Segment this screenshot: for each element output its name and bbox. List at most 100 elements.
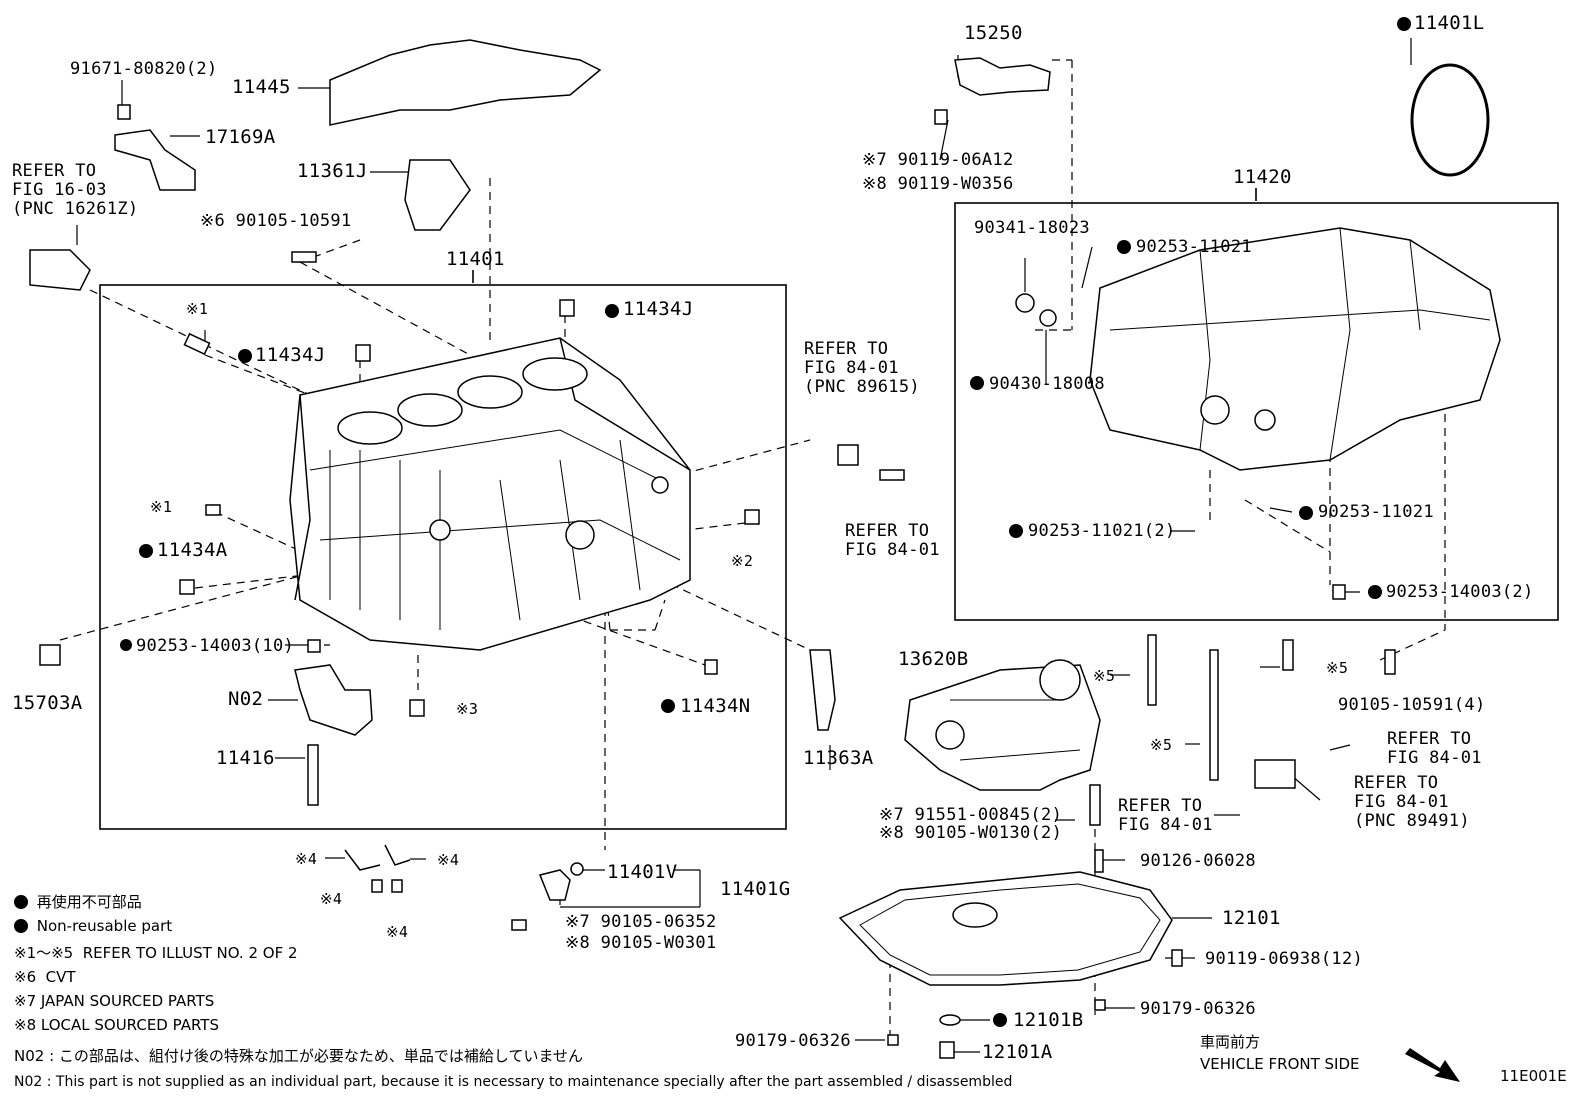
non-reusable-dot bbox=[14, 919, 28, 933]
pin-11434A bbox=[179, 579, 195, 595]
plug-12101A bbox=[939, 1041, 955, 1059]
plug-15703A bbox=[39, 644, 61, 666]
label-11416: 11416 bbox=[216, 747, 275, 769]
label-s5a: ※5 bbox=[1093, 667, 1116, 685]
bracket-17169A bbox=[114, 129, 196, 191]
hose-11363A bbox=[809, 649, 836, 731]
refer-fig-84-01-c: REFER TO FIG 84-01 bbox=[1118, 796, 1213, 835]
cylinder-block-drawing bbox=[289, 337, 691, 651]
label-11445: 11445 bbox=[232, 76, 291, 98]
label-11401V: 11401V bbox=[607, 861, 678, 883]
label-90253-11021-2: 90253-11021(2) bbox=[1028, 521, 1176, 541]
label-90253-14003-10: 90253-14003(10) bbox=[136, 636, 295, 656]
label-90119-W0356: ※8 90119-W0356 bbox=[862, 174, 1014, 194]
gasket-12101B bbox=[939, 1014, 961, 1026]
sensor-89491 bbox=[1254, 759, 1296, 789]
legend-jp-text: 再使用不可部品 bbox=[36, 893, 142, 911]
label-90119-06A12: ※7 90119-06A12 bbox=[862, 150, 1014, 170]
label-91551-00845: ※7 91551-00845(2) bbox=[879, 805, 1063, 825]
sensor-15250 bbox=[954, 57, 1051, 96]
bolt-s5a bbox=[1147, 634, 1157, 706]
bolt-s5c bbox=[1282, 639, 1294, 671]
refer-fig-84-01-pnc-89615: REFER TO FIG 84-01 (PNC 89615) bbox=[804, 339, 920, 397]
nut-90179-b bbox=[887, 1034, 899, 1046]
label-s4a: ※4 bbox=[295, 850, 318, 868]
label-90253-11021-a: 90253-11021 bbox=[1136, 237, 1252, 257]
refer-fig-84-01-a: REFER TO FIG 84-01 bbox=[845, 521, 940, 560]
label-s5b: ※5 bbox=[1326, 659, 1349, 677]
note-n02-en: N02 : This part is not supplied as an in… bbox=[14, 1074, 1013, 1090]
label-s4d: ※4 bbox=[386, 923, 409, 941]
label-11361J: 11361J bbox=[297, 160, 368, 182]
label-s5c: ※5 bbox=[1150, 736, 1173, 754]
label-90126-06028: 90126-06028 bbox=[1140, 851, 1256, 871]
label-90341-18023: 90341-18023 bbox=[974, 218, 1090, 238]
note-s7: ※7 JAPAN SOURCED PARTS bbox=[14, 992, 215, 1010]
sensor-11401G bbox=[538, 869, 571, 901]
pin-11434N bbox=[704, 659, 718, 675]
label-90105-06352: ※7 90105-06352 bbox=[565, 912, 717, 932]
label-12101A: 12101A bbox=[982, 1041, 1053, 1063]
note-s8: ※8 LOCAL SOURCED PARTS bbox=[14, 1016, 219, 1034]
oil-pan-upper-drawing bbox=[1089, 227, 1501, 471]
label-90105-W0130: ※8 90105-W0130(2) bbox=[879, 823, 1063, 843]
plug-90253-14003-2 bbox=[1332, 584, 1346, 600]
gasket-11361J bbox=[404, 159, 471, 231]
bolt-90119-06938 bbox=[1171, 949, 1183, 967]
bolt-91551 bbox=[1089, 784, 1101, 826]
bolt-s4d bbox=[391, 879, 403, 893]
bolt-11416 bbox=[307, 744, 319, 806]
note-s6: ※6 CVT bbox=[14, 968, 76, 986]
non-reusable-dot bbox=[14, 895, 28, 909]
cylinder-block-group-box bbox=[99, 284, 787, 830]
legend-non-reusable-en: Non-reusable part bbox=[14, 917, 172, 936]
refer-fig-84-01-b: REFER TO FIG 84-01 bbox=[1387, 729, 1482, 768]
label-12101B: 12101B bbox=[1013, 1009, 1084, 1031]
label-11434J-a: 11434J bbox=[623, 298, 694, 320]
label-s4c: ※4 bbox=[320, 890, 343, 908]
label-90105-10591-4: 90105-10591(4) bbox=[1338, 695, 1486, 715]
oil-pump-drawing bbox=[904, 659, 1101, 791]
label-17169A: 17169A bbox=[205, 126, 276, 148]
label-15703A: 15703A bbox=[12, 692, 83, 714]
label-90430-18008: 90430-18008 bbox=[989, 374, 1105, 394]
bolt-84-01 bbox=[879, 469, 905, 481]
label-s1a: ※1 bbox=[186, 300, 209, 318]
oil-pan-group-box bbox=[954, 202, 1559, 621]
clip-s4a bbox=[344, 849, 381, 871]
label-11401G: 11401G bbox=[720, 878, 791, 900]
vehicle-front-jp: 車両前方 bbox=[1200, 1033, 1261, 1051]
label-11401: 11401 bbox=[446, 248, 505, 270]
vehicle-front-en: VEHICLE FRONT SIDE bbox=[1200, 1055, 1360, 1073]
o-ring-11401V bbox=[570, 862, 584, 876]
pin-s2 bbox=[744, 509, 760, 525]
label-90119-06938: 90119-06938(12) bbox=[1205, 949, 1364, 969]
non-reusable-dots bbox=[120, 17, 1411, 1027]
plug-90253-14003 bbox=[307, 639, 321, 653]
label-s2: ※2 bbox=[731, 552, 754, 570]
bolt-91671 bbox=[117, 104, 131, 120]
label-90179-06326-a: 90179-06326 bbox=[1140, 999, 1256, 1019]
bolt-90105-10591 bbox=[291, 251, 317, 263]
dowel-pin-11434J-b bbox=[355, 344, 371, 362]
oil-pan-lower-drawing bbox=[838, 871, 1173, 986]
front-arrow bbox=[1405, 1048, 1460, 1082]
cap-N02 bbox=[294, 664, 373, 736]
bolt-90126 bbox=[1094, 849, 1104, 873]
pin-s1b bbox=[205, 504, 221, 516]
hose bbox=[29, 249, 91, 291]
oil-seal-11401L bbox=[1410, 63, 1490, 177]
note-s1-s5: ※1～※5 REFER TO ILLUST NO. 2 OF 2 bbox=[14, 944, 298, 962]
label-90179-06326-b: 90179-06326 bbox=[735, 1031, 851, 1051]
legend-non-reusable-jp: 再使用不可部品 bbox=[14, 893, 142, 912]
label-90105-10591: ※6 90105-10591 bbox=[200, 211, 352, 231]
label-s3: ※3 bbox=[456, 700, 479, 718]
bolt-s5b bbox=[1209, 649, 1219, 781]
label-90253-14003-2: 90253-14003(2) bbox=[1386, 582, 1534, 602]
dowel-pin-11434J-a bbox=[559, 299, 575, 317]
label-15250: 15250 bbox=[964, 22, 1023, 44]
label-90253-11021-b: 90253-11021 bbox=[1318, 502, 1434, 522]
label-11401L: 11401L bbox=[1414, 12, 1485, 34]
